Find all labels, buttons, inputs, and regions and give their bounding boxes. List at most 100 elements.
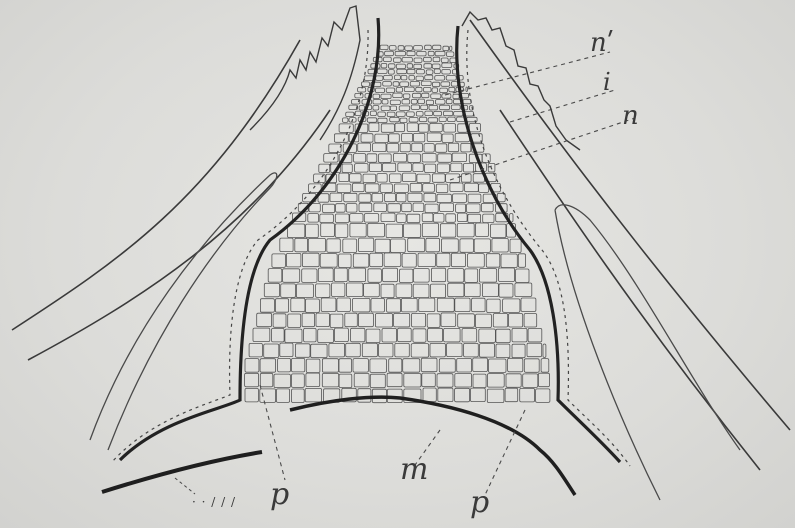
tissue-cell: [466, 87, 468, 92]
tissue-cell: [370, 374, 385, 388]
tissue-cell: [411, 99, 417, 104]
tissue-cell: [381, 63, 387, 68]
tissue-cell: [451, 163, 462, 172]
tissue-cell: [434, 111, 442, 116]
tissue-cell: [486, 254, 500, 268]
tissue-cell: [398, 328, 412, 342]
tissue-cell: [423, 388, 436, 402]
tissue-cell: [456, 204, 466, 213]
tissue-cell: [437, 164, 449, 173]
tissue-cell: [439, 105, 449, 110]
tissue-cell: [323, 204, 335, 213]
tissue-cell: [396, 193, 406, 202]
tissue-cell: [452, 153, 466, 162]
tissue-cell: [397, 214, 407, 223]
tissue-cell: [350, 214, 363, 223]
tissue-cell: [489, 359, 507, 373]
tissue-cell: [424, 193, 436, 202]
leader-p-left: [260, 385, 285, 480]
tissue-cell: [335, 224, 348, 238]
tissue-cell: [330, 193, 342, 202]
tissue-cell: [527, 343, 542, 357]
tissue-cell: [346, 112, 354, 117]
tissue-cell: [245, 388, 258, 402]
tissue-cell: [461, 143, 471, 152]
right-outer-leaf-outline: [470, 20, 790, 470]
tissue-cell: [439, 359, 455, 373]
tissue-cell: [468, 194, 481, 203]
tissue-cell: [425, 45, 432, 50]
tissue-cell: [509, 314, 523, 328]
tissue-cell: [364, 214, 378, 223]
tissue-cell: [472, 298, 486, 312]
tissue-cell: [321, 223, 335, 237]
tissue-cell: [260, 373, 273, 387]
label-p-right: p: [470, 488, 489, 518]
tissue-cell: [446, 52, 454, 57]
tissue-cell: [393, 93, 403, 98]
tissue-cell: [457, 223, 474, 237]
tissue-cell: [368, 269, 382, 283]
tissue-cell: [471, 388, 486, 402]
tissue-cell: [536, 389, 550, 403]
leader-p-right: [485, 410, 525, 495]
tissue-cell: [493, 314, 507, 328]
tissue-cell: [394, 184, 408, 193]
tissue-cell: [444, 328, 461, 342]
tissue-cell: [412, 143, 423, 152]
tissue-cell: [427, 314, 440, 328]
tissue-cell: [308, 238, 325, 252]
tissue-cell: [465, 269, 478, 283]
tissue-cell: [373, 143, 386, 152]
tissue-cell: [403, 94, 410, 99]
tissue-cell: [274, 374, 290, 388]
tissue-cell: [480, 344, 495, 358]
leader-i: [510, 90, 615, 122]
tissue-cell: [437, 298, 454, 312]
tissue-cell: [409, 76, 415, 81]
tissue-cell: [426, 100, 433, 105]
tissue-cell: [339, 359, 352, 373]
tissue-cell: [463, 99, 471, 104]
tissue-cell: [512, 344, 525, 358]
tissue-cell: [446, 76, 456, 81]
tissue-cell: [355, 164, 369, 173]
tissue-cell: [318, 329, 334, 343]
tissue-cell: [389, 46, 396, 51]
tissue-cell: [450, 46, 452, 51]
tissue-cell: [398, 163, 412, 172]
tissue-cell: [407, 214, 420, 223]
tissue-cell: [418, 253, 435, 267]
tissue-cell: [388, 70, 394, 75]
tissue-cell: [377, 174, 387, 183]
tissue-cell: [249, 343, 262, 357]
right-inner-leaf-outline: [555, 205, 740, 500]
tissue-cell: [390, 117, 400, 122]
tissue-cell: [387, 299, 401, 313]
tissue-cell: [365, 184, 379, 193]
tissue-cell: [353, 254, 369, 268]
tissue-cell: [440, 88, 448, 93]
tissue-cell: [390, 106, 396, 111]
left-serrated-tip: [250, 6, 360, 140]
tissue-cell: [257, 313, 272, 327]
tissue-cell: [491, 224, 506, 238]
tissue-cell: [292, 389, 305, 403]
tissue-cell: [501, 254, 517, 268]
tissue-cell: [483, 214, 494, 223]
tissue-cell: [487, 299, 501, 313]
tissue-cell: [451, 253, 465, 267]
tissue-cell: [450, 183, 463, 192]
tissue-cell: [334, 328, 348, 342]
tissue-cell: [440, 224, 455, 238]
tissue-cell: [402, 133, 413, 142]
tissue-cell: [264, 283, 279, 297]
tissue-cell: [455, 133, 469, 142]
label-n: n: [622, 103, 639, 129]
tissue-cell: [424, 57, 432, 62]
tissue-cell: [395, 75, 401, 80]
tissue-cell: [424, 87, 432, 92]
tissue-cell: [398, 46, 404, 51]
tissue-cell: [385, 193, 396, 202]
